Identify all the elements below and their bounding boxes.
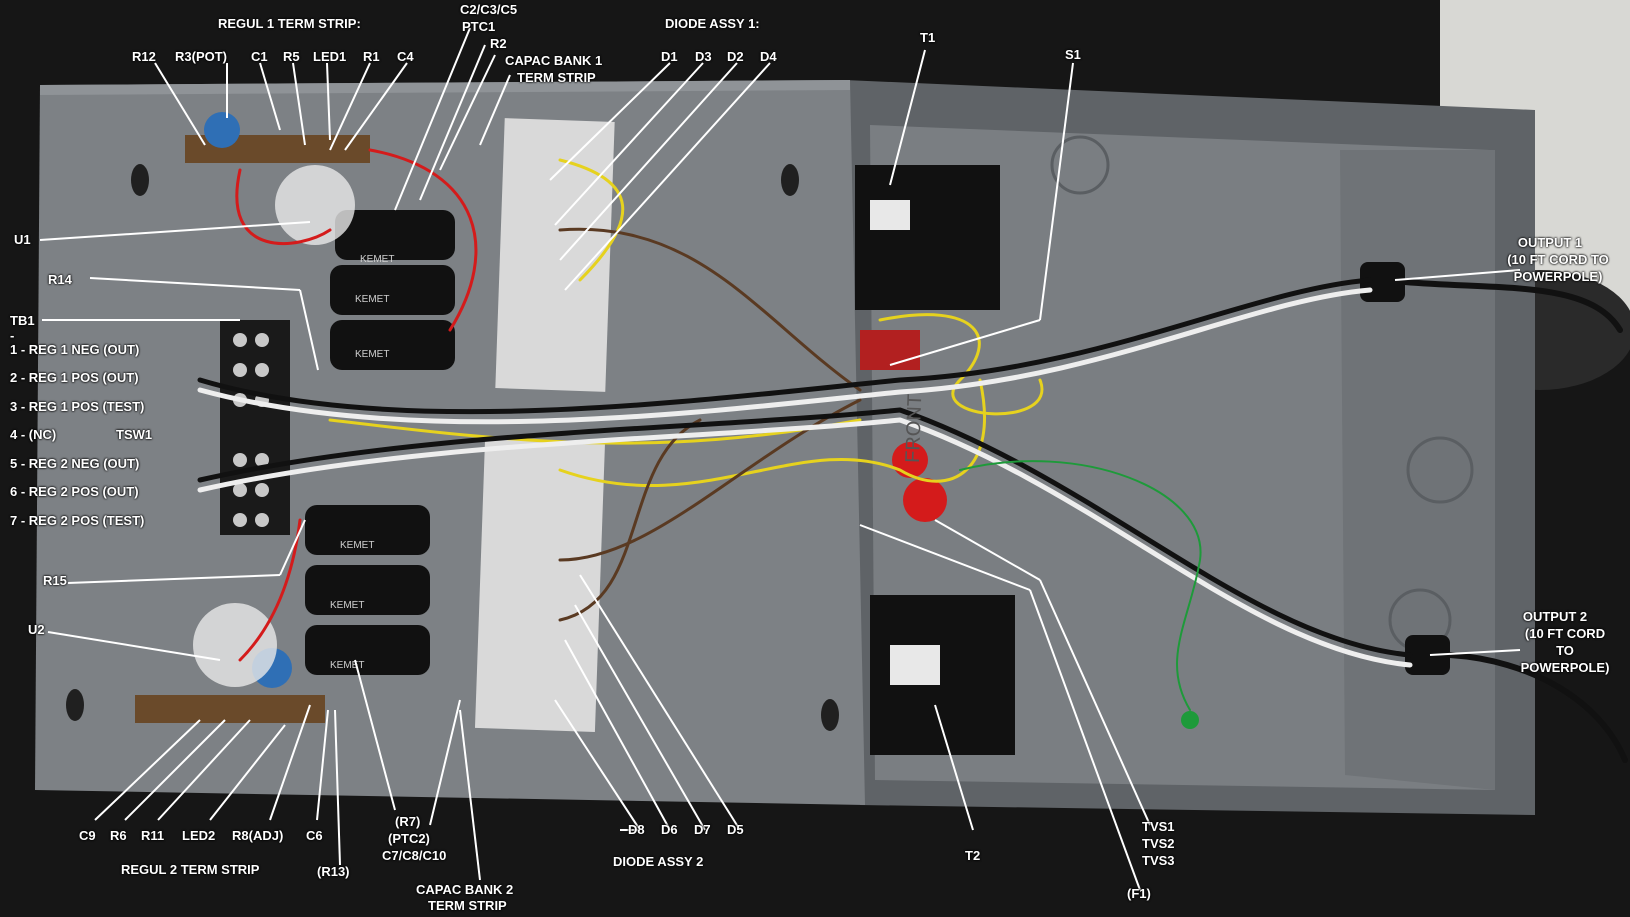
output-2-label: OUTPUT 2: [1522, 609, 1588, 624]
terminal-6-label: 6 - REG 2 POS (OUT): [10, 484, 139, 499]
regulator-2-board: [135, 695, 325, 723]
capacitor-brand-text: KEMET: [330, 660, 364, 671]
r6-label: R6: [110, 828, 127, 843]
keyhole-slot: [66, 689, 84, 721]
output-2-desc-3: POWERPOLE): [1520, 660, 1610, 675]
r8-adj-label: R8(ADJ): [232, 828, 284, 843]
tb1-dash: -: [10, 328, 15, 343]
d5-label: D5: [727, 822, 744, 837]
capacitor-brand-text: KEMET: [360, 254, 394, 265]
diode-assembly-2: [474, 437, 606, 733]
keyhole-slot: [821, 699, 839, 731]
panel-marking: FRONT: [902, 394, 926, 464]
tvs2-label: TVS2: [1142, 836, 1175, 851]
ptc2-label: (PTC2): [388, 831, 430, 846]
c6-label: C6: [306, 828, 323, 843]
terminal-1-label: 1 - REG 1 NEG (OUT): [10, 342, 140, 357]
enclosure-box: [845, 80, 1535, 815]
u1-label: U1: [14, 232, 31, 247]
d2-label: D2: [727, 49, 744, 64]
capacitor-bank-1: [330, 210, 455, 370]
output-1-label: OUTPUT 1: [1517, 235, 1583, 250]
regulator-u1-mount: [275, 165, 355, 245]
t1-label: T1: [920, 30, 936, 45]
t2-label: T2: [965, 848, 981, 863]
capacitor-bank-1-label: CAPAC BANK 1: [505, 53, 603, 68]
r2-label: R2: [490, 36, 507, 51]
c1-label: C1: [251, 49, 268, 64]
diode-assembly-1-label: DIODE ASSY 1:: [665, 16, 760, 31]
d1-label: D1: [661, 49, 678, 64]
r7-label: (R7): [395, 814, 421, 829]
d6-label: D6: [661, 822, 678, 837]
r3-pot-label: R3(POT): [175, 49, 227, 64]
capacitor-bank-1-term-strip-label: TERM STRIP: [517, 70, 596, 85]
capacitor-brand-text: KEMET: [355, 294, 389, 305]
f1-label: (F1): [1127, 886, 1151, 901]
terminal-5-label: 5 - REG 2 NEG (OUT): [10, 456, 140, 471]
capacitor-bank-2: [305, 505, 430, 675]
switch-s1: [860, 330, 920, 370]
output-2-desc-2: TO: [1556, 643, 1574, 658]
c2-c3-c5-label: C2/C3/C5: [460, 2, 518, 17]
tvs1-label: TVS1: [1142, 819, 1175, 834]
c4-label: C4: [397, 49, 414, 64]
led1-label: LED1: [313, 49, 347, 64]
tvs-devices: [903, 478, 947, 522]
capacitor-bank-2-label: CAPAC BANK 2: [416, 882, 514, 897]
r11-label: R11: [141, 828, 165, 843]
terminal-7-label: 7 - REG 2 POS (TEST): [10, 513, 145, 528]
d4-label: D4: [760, 49, 777, 64]
diode-assembly-1: [495, 118, 615, 392]
transformer-t1: [855, 165, 1000, 310]
terminal-block: [220, 320, 290, 535]
u2-label: U2: [28, 622, 45, 637]
r1-label: R1: [363, 49, 380, 64]
output-1-desc-2: POWERPOLE): [1513, 269, 1603, 284]
leader-lines: [39, 27, 1521, 891]
tb1-label: TB1: [10, 313, 35, 328]
capacitor-bank-2-term-strip-label: TERM STRIP: [428, 898, 507, 913]
output-2-grommet: [1405, 635, 1450, 675]
terminal-3-label: 3 - REG 1 POS (TEST): [10, 399, 145, 414]
terminal-2-label: 2 - REG 1 POS (OUT): [10, 370, 139, 385]
capacitor-brand-text: KEMET: [355, 349, 389, 360]
r13-label: (R13): [317, 864, 350, 879]
r15-label: R15: [43, 573, 67, 588]
c7-c8-c10-label: C7/C8/C10: [382, 848, 447, 863]
r5-label: R5: [283, 49, 300, 64]
d3-label: D3: [695, 49, 712, 64]
knockout: [1406, 436, 1474, 504]
output-2-desc-1: (10 FT CORD: [1524, 626, 1606, 641]
knockout: [1050, 135, 1110, 195]
regulator-u2-mount: [193, 603, 277, 687]
capacitor-brand-text: KEMET: [340, 540, 374, 551]
r12-label: R12: [132, 49, 156, 64]
led2-label: LED2: [182, 828, 216, 843]
tsw1-label: TSW1: [116, 427, 153, 442]
terminal-4-label: 4 - (NC): [10, 427, 57, 442]
regulator-1-term-strip-label: REGUL 1 TERM STRIP:: [218, 16, 361, 31]
keyhole-slot: [781, 164, 799, 196]
capacitor-brand-text: KEMET: [330, 600, 364, 611]
wiring: [197, 148, 1628, 763]
keyhole-slot: [131, 164, 149, 196]
c9-label: C9: [79, 828, 96, 843]
d8-label: D8: [628, 822, 645, 837]
s1-label: S1: [1065, 47, 1081, 62]
regulator-2-term-strip-label: REGUL 2 TERM STRIP: [121, 862, 260, 877]
diode-assembly-2-label: DIODE ASSY 2: [613, 854, 704, 869]
output-1-desc-1: (10 FT CORD TO: [1507, 252, 1609, 267]
r14-label: R14: [48, 272, 72, 287]
d7-label: D7: [694, 822, 711, 837]
ptc1-label: PTC1: [462, 19, 496, 34]
tvs3-label: TVS3: [1142, 853, 1175, 868]
pilot-led: [1181, 711, 1199, 729]
potentiometer-r3: [204, 112, 240, 148]
